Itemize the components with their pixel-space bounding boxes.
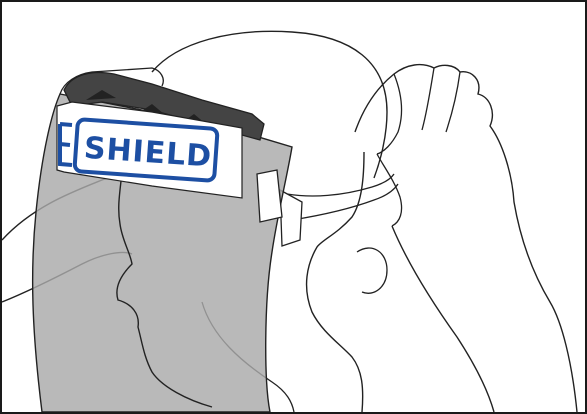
right-finger-2	[422, 68, 434, 130]
elastic-strap	[287, 174, 398, 220]
strap-clip	[280, 190, 302, 246]
right-hand-outline	[355, 65, 577, 412]
right-thumb	[377, 154, 402, 226]
visor-side-tab	[257, 170, 282, 222]
ear-outline	[357, 248, 387, 293]
right-finger-3	[446, 72, 460, 132]
right-wrist	[392, 226, 494, 412]
